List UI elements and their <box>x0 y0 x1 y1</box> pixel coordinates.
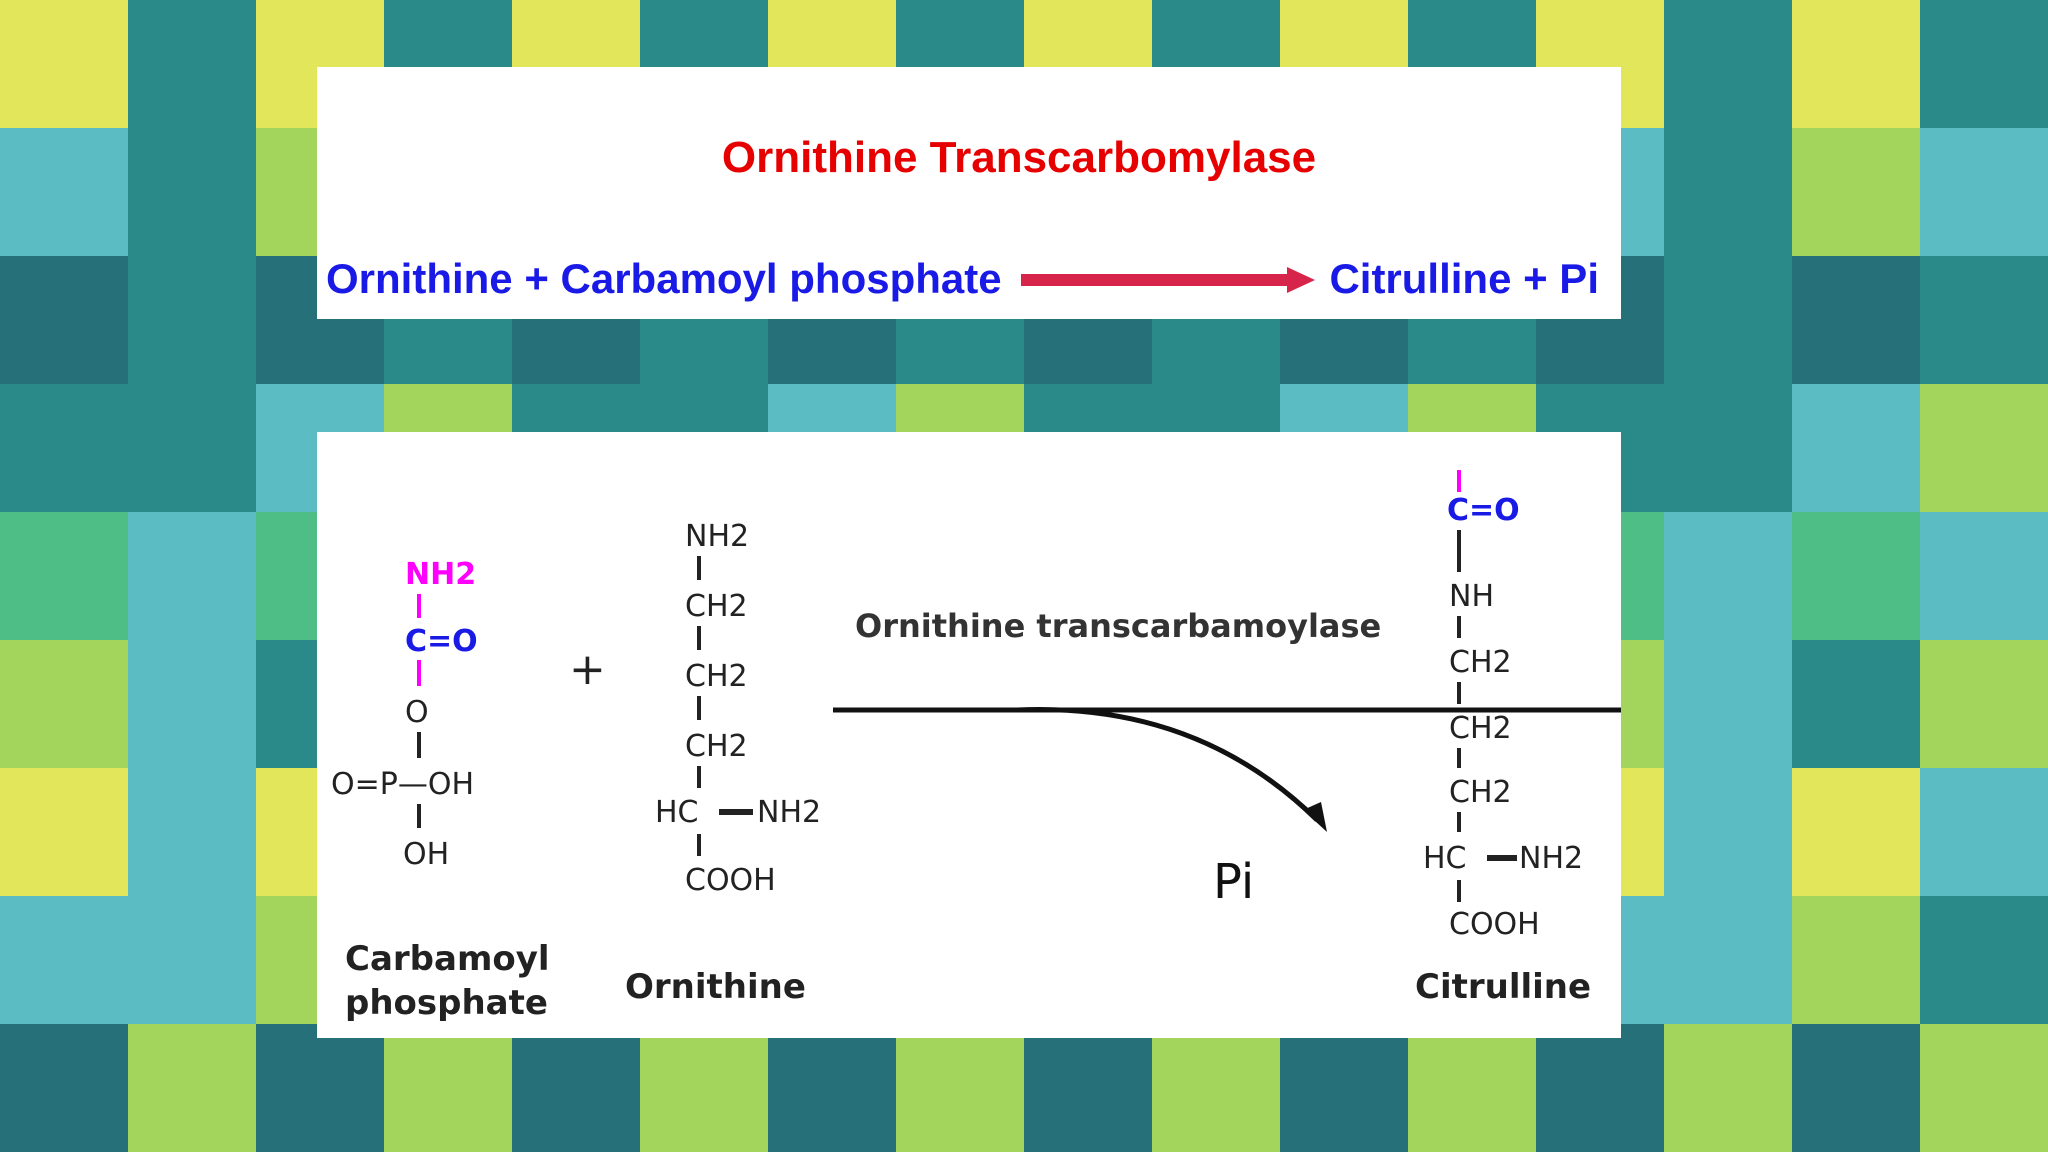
background-tile <box>1792 384 1920 512</box>
background-tile <box>1408 1024 1536 1152</box>
citrulline-ch2: CH2 <box>1449 645 1512 680</box>
background-tile <box>1664 640 1792 768</box>
citrulline-cooh: COOH <box>1449 907 1540 942</box>
background-tile <box>1664 256 1792 384</box>
background-tile <box>1920 640 2048 768</box>
background-tile <box>1920 896 2048 1024</box>
enzyme-reaction-arrow: Ornithine transcarbamoylase Pi <box>833 607 1663 910</box>
ornithine-cooh: COOH <box>685 863 776 898</box>
background-tile <box>128 0 256 128</box>
background-tile <box>1920 0 2048 128</box>
pi-arrow-head-icon <box>1303 802 1327 832</box>
background-tile <box>0 512 128 640</box>
slide-title: Ornithine Transcarbomylase <box>721 133 1317 182</box>
background-tile <box>1664 512 1792 640</box>
ornithine-nh2-side: NH2 <box>757 795 821 830</box>
enzyme-label: Ornithine transcarbamoylase <box>855 607 1381 645</box>
citrulline-nh2-side: NH2 <box>1519 841 1583 876</box>
background-tile <box>1664 1024 1792 1152</box>
amine-group: NH2 <box>405 557 476 592</box>
background-tile <box>0 768 128 896</box>
background-tile <box>0 128 128 256</box>
reaction-scheme: NH2 C=O O O=P—OH OH Carbamoyl phosphate … <box>331 470 1663 1023</box>
background-tile <box>1664 0 1792 128</box>
citrulline-label: Citrulline <box>1415 967 1591 1007</box>
ornithine-ch2: CH2 <box>685 659 748 694</box>
pi-branch-curve <box>1016 707 1319 822</box>
citrulline-hc: HC <box>1423 841 1467 876</box>
background-tile <box>1920 768 2048 896</box>
background-tile <box>1792 512 1920 640</box>
equation-panel: Ornithine Transcarbomylase Ornithine + C… <box>317 67 1621 319</box>
reaction-arrow-icon <box>1021 267 1315 293</box>
background-tile <box>640 1024 768 1152</box>
equation-products: Citrulline + Pi <box>1329 255 1599 302</box>
background-tile <box>256 1024 384 1152</box>
carbamoyl-phosphate-structure: NH2 C=O O O=P—OH OH Carbamoyl phosphate <box>331 557 550 1023</box>
background-tile <box>128 896 256 1024</box>
background-tile <box>128 256 256 384</box>
background-tile <box>1024 1024 1152 1152</box>
background-tile <box>1920 1024 2048 1152</box>
background-tile <box>1280 1024 1408 1152</box>
background-tile <box>0 384 128 512</box>
background-tile <box>128 384 256 512</box>
equation-reactants: Ornithine + Carbamoyl phosphate <box>326 255 1002 302</box>
citrulline-nh: NH <box>1449 579 1494 614</box>
citrulline-structure: C=O NH CH2 CH2 CH2 HC NH2 COOH Citrullin… <box>1415 470 1591 1007</box>
background-tile <box>1536 1024 1664 1152</box>
background-tile <box>128 1024 256 1152</box>
bridge-oxygen: O <box>405 695 429 730</box>
citrulline-ch2: CH2 <box>1449 775 1512 810</box>
background-tile <box>1792 0 1920 128</box>
background-tile <box>0 640 128 768</box>
background-tile <box>1920 512 2048 640</box>
background-tile <box>1792 128 1920 256</box>
background-tile <box>1920 256 2048 384</box>
carbamoyl-label-line2: phosphate <box>345 983 548 1023</box>
background-tile <box>384 1024 512 1152</box>
hydroxyl-group: OH <box>403 837 449 872</box>
plus-sign: + <box>569 644 606 695</box>
phosphate-group: O=P—OH <box>331 767 474 802</box>
ornithine-ch2: CH2 <box>685 729 748 764</box>
background-tile <box>0 256 128 384</box>
background-tile <box>128 128 256 256</box>
reaction-scheme-panel: NH2 C=O O O=P—OH OH Carbamoyl phosphate … <box>317 432 1663 1038</box>
phosphate-byproduct: Pi <box>1213 854 1254 910</box>
citrulline-ch2: CH2 <box>1449 711 1512 746</box>
background-tile <box>768 1024 896 1152</box>
background-tile <box>1920 128 2048 256</box>
background-tile <box>1664 128 1792 256</box>
background-tile <box>1792 896 1920 1024</box>
background-tile <box>1792 768 1920 896</box>
ornithine-label: Ornithine <box>625 967 806 1007</box>
ornithine-ch2: CH2 <box>685 589 748 624</box>
background-tile <box>1664 384 1792 512</box>
background-tile <box>1920 384 2048 512</box>
background-tile <box>0 1024 128 1152</box>
ornithine-structure: NH2 CH2 CH2 CH2 HC NH2 COOH Ornithine <box>625 519 821 1007</box>
ornithine-nh2-top: NH2 <box>685 519 749 554</box>
carbonyl-group: C=O <box>405 624 478 659</box>
background-tile <box>1664 896 1792 1024</box>
citrulline-carbonyl: C=O <box>1447 493 1520 528</box>
background-tile <box>896 1024 1024 1152</box>
background-tile <box>0 0 128 128</box>
background-tile <box>0 896 128 1024</box>
background-tile <box>512 1024 640 1152</box>
background-tile <box>1152 1024 1280 1152</box>
carbamoyl-label-line1: Carbamoyl <box>345 939 550 979</box>
background-tile <box>1792 256 1920 384</box>
background-tile <box>1792 640 1920 768</box>
background-tile <box>128 768 256 896</box>
background-tile <box>1792 1024 1920 1152</box>
background-tile <box>1664 768 1792 896</box>
ornithine-hc: HC <box>655 795 699 830</box>
background-tile <box>128 640 256 768</box>
background-tile <box>128 512 256 640</box>
